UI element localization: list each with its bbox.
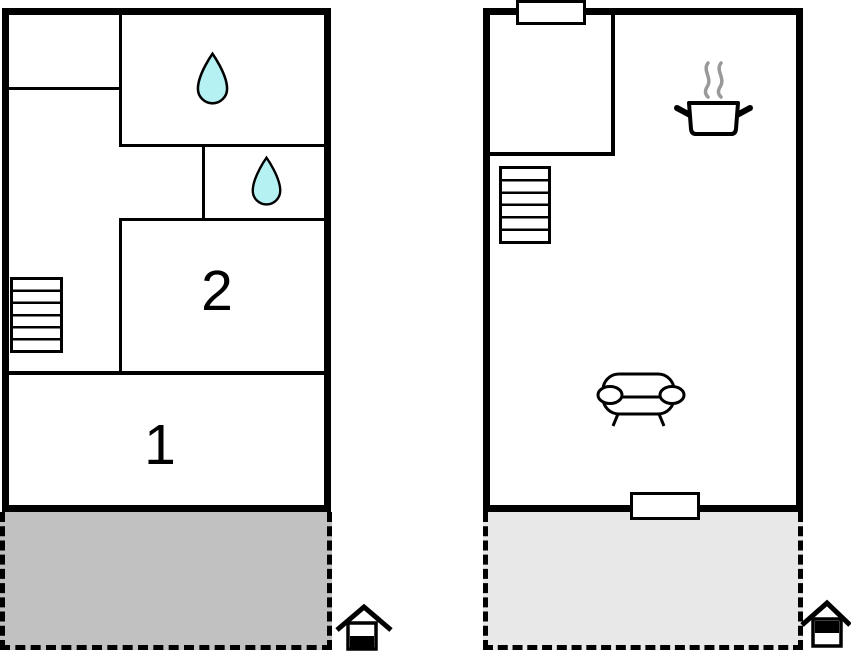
interior-wall <box>611 15 615 155</box>
window-marker <box>516 0 586 25</box>
house-level-icon-upper <box>800 599 851 648</box>
interior-wall <box>202 147 205 220</box>
interior-wall <box>490 152 615 156</box>
interior-wall <box>119 218 324 221</box>
interior-wall <box>119 144 324 147</box>
interior-wall <box>9 371 324 375</box>
water-drop-icon <box>251 155 282 206</box>
house-level-icon-ground <box>335 603 393 651</box>
water-drop-icon <box>196 51 229 105</box>
interior-wall <box>119 221 122 373</box>
stove-icon <box>674 61 753 136</box>
building-outline-ground-floor <box>2 8 331 512</box>
terrace-ground-floor <box>0 512 332 650</box>
room-label-2: 2 <box>201 259 233 323</box>
staircase-icon <box>499 166 551 244</box>
terrace-upper-floor <box>483 512 803 650</box>
door-marker <box>630 492 700 520</box>
interior-wall <box>119 15 122 147</box>
sofa-icon <box>596 372 686 427</box>
interior-wall <box>9 87 119 90</box>
room-label-1: 1 <box>144 413 176 477</box>
staircase-icon <box>10 277 63 353</box>
